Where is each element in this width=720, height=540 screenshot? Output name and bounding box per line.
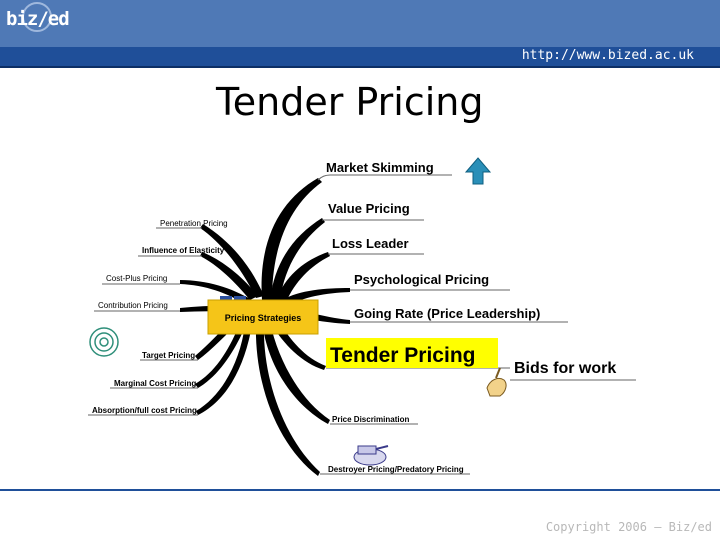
branch-loss-leader: Loss Leader	[332, 236, 409, 251]
hand-raised-icon	[486, 367, 507, 397]
up-arrow-icon	[464, 157, 492, 185]
branch-price-discrimination: Price Discrimination	[332, 415, 409, 424]
target-spiral-icon	[89, 327, 119, 357]
copyright-text: Copyright 2006 – Biz/ed	[545, 520, 712, 534]
slide-title: Tender Pricing	[216, 80, 484, 124]
branch-target-pricing: Target Pricing	[142, 351, 195, 360]
branch-cost-plus-pricing: Cost-Plus Pricing	[106, 274, 167, 283]
site-url[interactable]: http://www.bized.ac.uk	[521, 48, 694, 63]
branch-absorption-pricing: Absorption/full cost Pricing	[92, 406, 197, 415]
branch-market-skimming: Market Skimming	[326, 160, 434, 175]
branch-contribution-pricing: Contribution Pricing	[98, 301, 168, 310]
branch-going-rate: Going Rate (Price Leadership)	[354, 306, 540, 321]
branch-marginal-cost-pricing: Marginal Cost Pricing	[114, 379, 196, 388]
branch-value-pricing: Value Pricing	[328, 201, 410, 216]
url-bar: http://www.bized.ac.uk	[0, 47, 720, 68]
center-tab-2	[234, 296, 246, 302]
right-connectors	[317, 174, 636, 475]
bized-logo: biz/ed	[6, 8, 70, 30]
footer-rule	[0, 489, 720, 491]
branch-tender-pricing: Tender Pricing	[330, 344, 475, 367]
logo-at-ring	[22, 2, 52, 32]
tank-icon	[353, 445, 389, 466]
branch-penetration-pricing: Penetration Pricing	[160, 219, 228, 228]
tender-highlight-box	[326, 338, 498, 368]
sub-branch-bids-for-work: Bids for work	[514, 360, 616, 377]
branch-psychological-pricing: Psychological Pricing	[354, 272, 489, 287]
branch-influence-of-elasticity: Influence of Elasticity	[142, 246, 225, 255]
left-connectors	[88, 227, 202, 416]
branch-destroyer-pricing: Destroyer Pricing/Predatory Pricing	[328, 465, 464, 474]
center-node-label: Pricing Strategies	[225, 313, 302, 323]
center-node-box	[207, 299, 319, 335]
center-tab-1	[220, 296, 232, 302]
header-bar: biz/ed	[0, 0, 720, 47]
